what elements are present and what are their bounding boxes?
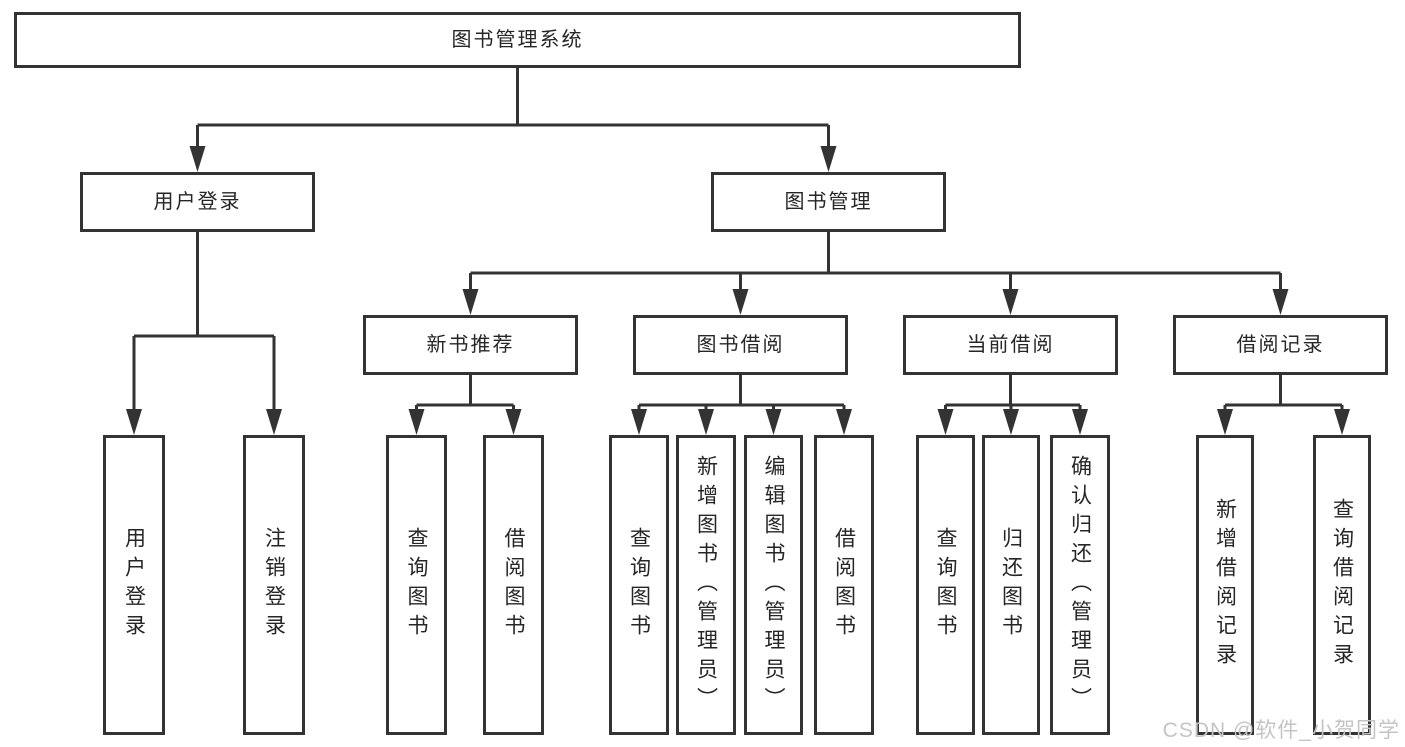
node-query-books-recommend: 查询图书 <box>386 435 447 735</box>
connector-current-borrowing <box>944 375 1082 413</box>
node-label-user-login: 用户登录 <box>153 191 242 213</box>
node-confirm-return-admin: 确认归还（管理员） <box>1050 435 1110 735</box>
arrowhead-query-borrowing-record <box>1334 409 1350 435</box>
arrowhead-add-books-admin <box>698 409 714 435</box>
arrowhead-new-book-recommendation <box>462 289 479 315</box>
arrowhead-query-books-recommend <box>408 409 425 435</box>
node-return-books: 归还图书 <box>982 435 1040 735</box>
arrowhead-user-login <box>189 146 206 172</box>
node-label-book-borrowing: 图书借阅 <box>696 334 785 356</box>
node-label-return-books: 归还图书 <box>999 527 1023 643</box>
node-label-query-borrowing-record: 查询借阅记录 <box>1330 498 1354 672</box>
node-query-borrowing-record: 查询借阅记录 <box>1313 435 1371 735</box>
node-add-books-admin: 新增图书（管理员） <box>676 435 736 735</box>
node-label-new-book-recommendation: 新书推荐 <box>426 334 515 356</box>
arrowhead-borrowing-records <box>1272 289 1289 315</box>
node-label-borrowing-records: 借阅记录 <box>1236 334 1325 356</box>
node-borrow-books-recommend: 借阅图书 <box>483 435 544 735</box>
node-label-logout-action: 注销登录 <box>262 527 286 643</box>
node-user-login: 用户登录 <box>80 172 315 232</box>
arrowhead-add-borrowing-record <box>1217 409 1233 435</box>
connector-library-management-system <box>196 68 830 150</box>
node-label-query-books-borrowing: 查询图书 <box>627 527 651 643</box>
arrowhead-confirm-return-admin <box>1072 409 1088 435</box>
node-library-management-system: 图书管理系统 <box>14 12 1021 68</box>
arrowhead-current-borrowing <box>1002 289 1019 315</box>
arrowhead-book-borrowing <box>732 289 749 315</box>
node-label-borrow-books-borrowing: 借阅图书 <box>832 527 856 643</box>
node-label-add-borrowing-record: 新增借阅记录 <box>1213 498 1237 672</box>
connector-borrowing-records <box>1223 375 1344 413</box>
arrowhead-book-management <box>820 146 837 172</box>
node-label-book-management: 图书管理 <box>784 191 873 213</box>
node-label-current-borrowing: 当前借阅 <box>966 334 1055 356</box>
arrowhead-return-books <box>1003 409 1019 435</box>
node-label-borrow-books-recommend: 借阅图书 <box>502 527 525 643</box>
node-book-borrowing: 图书借阅 <box>633 315 848 375</box>
node-book-management: 图书管理 <box>711 172 946 232</box>
node-label-user-login-action: 用户登录 <box>122 527 146 643</box>
node-label-edit-books-admin: 编辑图书（管理员） <box>762 454 785 716</box>
arrowhead-user-login-action <box>126 409 142 435</box>
arrowhead-borrow-books-recommend <box>505 409 522 435</box>
node-label-query-books-recommend: 查询图书 <box>405 527 428 643</box>
node-label-add-books-admin: 新增图书（管理员） <box>694 454 718 716</box>
node-edit-books-admin: 编辑图书（管理员） <box>744 435 803 735</box>
arrowhead-edit-books-admin <box>765 409 782 435</box>
node-new-book-recommendation: 新书推荐 <box>363 315 578 375</box>
node-label-query-books-current: 查询图书 <box>934 527 957 643</box>
connector-book-management <box>469 232 1282 293</box>
arrowhead-query-books-borrowing <box>631 409 647 435</box>
arrowhead-borrow-books-borrowing <box>836 409 852 435</box>
node-current-borrowing: 当前借阅 <box>903 315 1118 375</box>
connector-new-book-recommendation <box>415 375 515 413</box>
node-add-borrowing-record: 新增借阅记录 <box>1196 435 1254 735</box>
node-borrowing-records: 借阅记录 <box>1173 315 1388 375</box>
node-query-books-borrowing: 查询图书 <box>609 435 669 735</box>
node-logout-action: 注销登录 <box>243 435 305 735</box>
arrowhead-query-books-current <box>937 409 954 435</box>
node-borrow-books-borrowing: 借阅图书 <box>814 435 874 735</box>
connector-user-login <box>132 232 276 413</box>
node-label-library-management-system: 图书管理系统 <box>451 29 584 51</box>
arrowhead-logout-action <box>266 409 282 435</box>
node-user-login-action: 用户登录 <box>103 435 165 735</box>
connector-book-borrowing <box>637 375 846 413</box>
node-query-books-current: 查询图书 <box>916 435 975 735</box>
node-label-confirm-return-admin: 确认归还（管理员） <box>1068 454 1092 716</box>
